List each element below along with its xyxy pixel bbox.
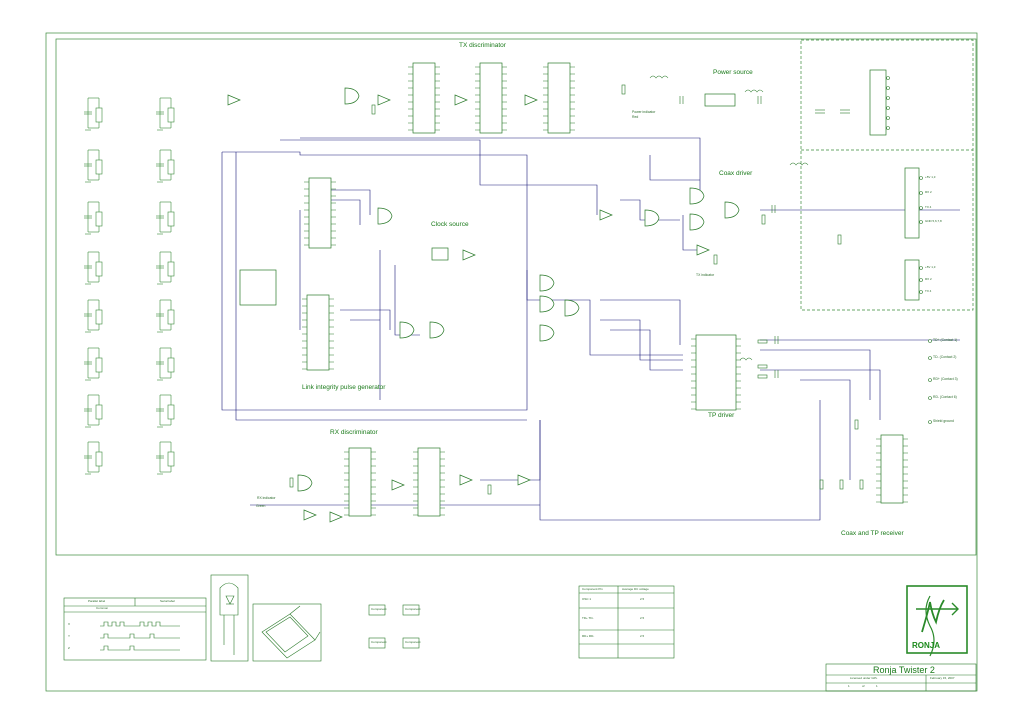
ic-pins	[302, 66, 908, 516]
rj-pin-2: TD- (Contact 2)	[933, 355, 957, 359]
timing-diagram	[63, 597, 207, 661]
db-pin-label: RX 2	[925, 190, 932, 194]
table-head-voltage: Average DC voltage	[622, 587, 649, 591]
legend-component: Component	[405, 607, 421, 611]
led-drawing	[210, 574, 249, 662]
table-cell: RD+ RD-	[582, 634, 595, 638]
voltage-table	[578, 585, 675, 659]
db-pin-label: +5V 1,3	[925, 265, 936, 269]
timing-row-x: X	[68, 622, 71, 626]
wires	[221, 137, 960, 521]
gates	[227, 87, 740, 523]
inner-frame	[55, 38, 977, 556]
db-pin-label: GND 5,6,7,8	[925, 219, 942, 223]
sheet-of: of	[862, 684, 865, 688]
red-note: Red	[632, 115, 639, 119]
outer-frame	[45, 32, 978, 692]
block-label-power-source: Power source	[713, 69, 753, 76]
block-label-clock-source: Clock source	[431, 221, 469, 228]
rj-shield-ground: Shield ground	[933, 419, 954, 423]
db-pin-label: TX 4	[925, 205, 932, 209]
legend-component: Component	[405, 640, 421, 644]
rj-pin-3: RD+ (Contact 3)	[933, 377, 958, 381]
ronja-logo	[906, 585, 968, 654]
bottom-drawings	[63, 574, 977, 692]
timing-row-z: Z	[68, 646, 70, 650]
block-label-rx-discriminator: RX discriminator	[330, 429, 378, 436]
dashed-region	[800, 39, 974, 311]
table-cell: 2.5	[640, 616, 645, 620]
db-pin-label: TX 4	[925, 289, 932, 293]
power-indicator-label: Power indicator	[632, 110, 656, 114]
decoupling-grid	[84, 97, 175, 475]
passives	[289, 75, 864, 495]
table-cell: OSC 1	[582, 597, 592, 601]
db-pin-label: +5V 1,3	[925, 175, 936, 179]
sheet-total: 1	[876, 684, 878, 688]
rx-indicator-label: RX indicator	[257, 496, 276, 500]
date-text: February 15, 2007	[930, 676, 955, 680]
rj45-drawing	[252, 603, 322, 662]
table-cell: 2.5	[640, 634, 645, 638]
rj-pin-6: RD- (Contact 6)	[933, 395, 957, 399]
rj-pin-1: TD+ (Contact 1)	[933, 338, 958, 342]
db-pin-label: RX 2	[925, 277, 932, 281]
block-label-tp-driver: TP driver	[708, 412, 735, 419]
connector-pins	[886, 76, 932, 424]
block-label-tx-discriminator: TX discriminator	[459, 42, 506, 49]
timing-row-y: Y	[68, 634, 71, 638]
drawing-title: Ronja Twister 2	[873, 665, 935, 675]
block-label-link-pulse: Link integrity pulse generator	[302, 384, 386, 391]
legend-component: Component	[371, 607, 387, 611]
green-note: Green	[256, 504, 266, 508]
ronja-logo-text: RONJA	[912, 641, 941, 650]
timing-tab-common: Common	[96, 606, 109, 610]
title-block	[825, 663, 977, 692]
table-cell: TD+ TD-	[582, 616, 594, 620]
table-cell: 2.5	[640, 597, 645, 601]
block-label-coax-tp-receiver: Coax and TP receiver	[841, 530, 904, 537]
block-label-coax-driver: Coax driver	[719, 170, 753, 177]
sheet-number: 1	[848, 684, 850, 688]
tx-indicator-label: TX indicator	[696, 273, 715, 277]
timing-tab-parallel: Parallel label	[88, 599, 106, 603]
license-text: Licensed under GPL	[850, 676, 878, 680]
table-head-pin: Component Pin	[582, 587, 603, 591]
legend-component: Component	[371, 640, 387, 644]
ics	[239, 62, 920, 517]
timing-tab-serial: Serial label	[160, 599, 175, 603]
